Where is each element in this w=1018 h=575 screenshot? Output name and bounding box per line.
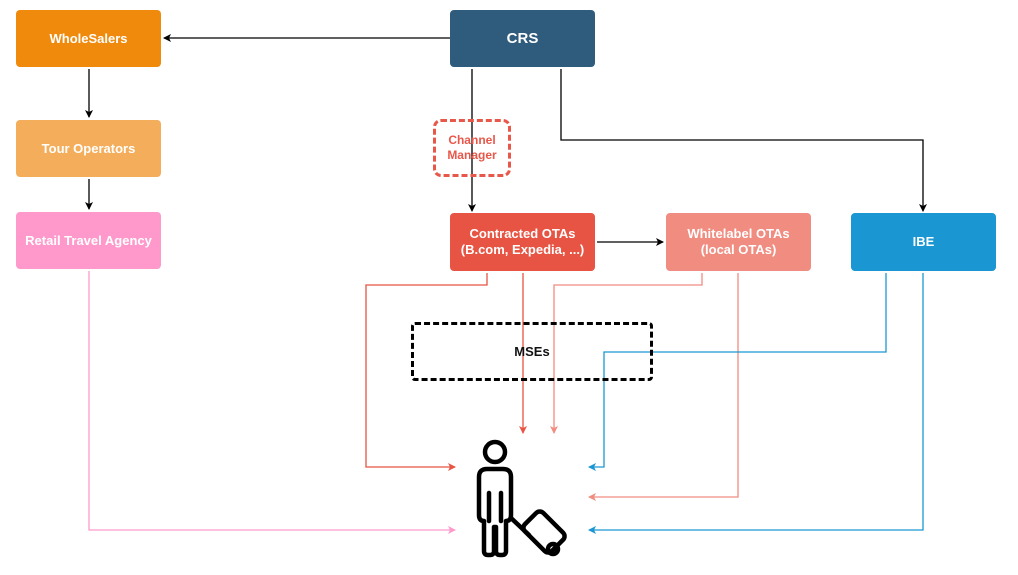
traveler-with-luggage-icon (476, 439, 567, 558)
edge-retail-to-traveler (88, 271, 456, 534)
edge-contracted-to-traveler (365, 273, 488, 471)
edge-crs-to-ibe (560, 69, 927, 212)
node-ibe: IBE (851, 213, 996, 271)
node-contracted-otas: Contracted OTAs (B.com, Expedia, ...) (450, 213, 595, 271)
node-mses: MSEs (411, 322, 653, 381)
node-crs: CRS (450, 10, 595, 67)
node-tour-operators: Tour Operators (16, 120, 161, 177)
edge-whitelabel-via-mses (550, 273, 703, 434)
node-whitelabel-otas: Whitelabel OTAs (local OTAs) (666, 213, 811, 271)
node-wholesalers: WholeSalers (16, 10, 161, 67)
node-channel-manager: Channel Manager (433, 119, 511, 177)
edge-ibe-to-traveler (588, 273, 924, 534)
node-retail-travel-agency: Retail Travel Agency (16, 212, 161, 269)
edge-ibe-via-mses (588, 273, 887, 471)
edge-whitelabel-to-traveler (588, 273, 739, 501)
